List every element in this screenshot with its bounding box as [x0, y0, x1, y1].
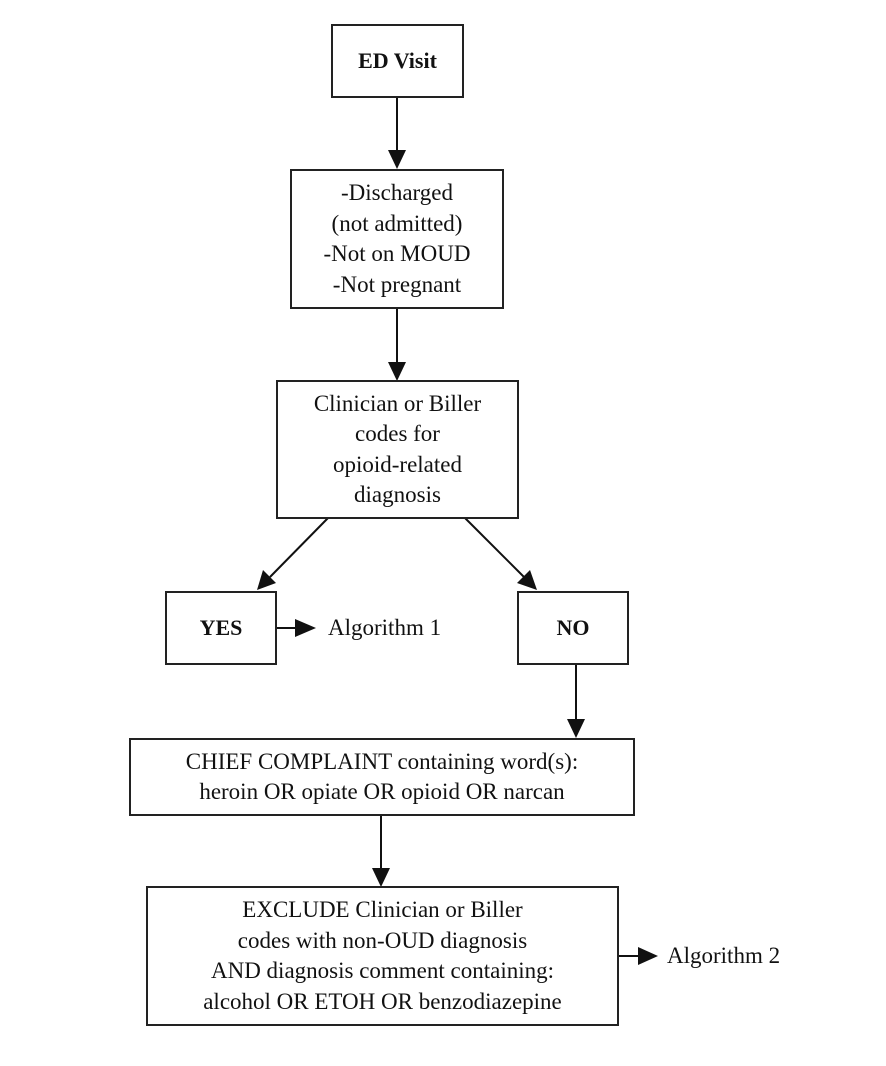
arrowhead-algorithm-1	[295, 619, 316, 637]
algorithm-1-label: Algorithm 1	[328, 615, 442, 640]
coding-line-1: Clinician or Biller	[313, 390, 482, 416]
arrowhead-yes	[257, 570, 276, 590]
chief-complaint-line-2: heroin OR opiate OR opioid OR narcan	[199, 779, 565, 804]
coding-line-3: opioid-related	[332, 451, 462, 477]
opioid-coding-node: Clinician or Biller codes for opioid-rel…	[276, 380, 519, 519]
arrow-coding-to-no	[464, 517, 525, 578]
exclude-line-2: codes with non-OUD diagnosis	[237, 927, 528, 953]
exclude-line-3: AND diagnosis comment containing:	[210, 958, 555, 983]
eligibility-criteria-node: -Discharged (not admitted) -Not on MOUD …	[290, 169, 504, 309]
exclude-node: EXCLUDE Clinician or Biller codes with n…	[146, 886, 619, 1026]
exclude-line-4: alcohol OR ETOH OR benzodiazepine	[203, 988, 562, 1014]
no-node: NO	[517, 591, 629, 665]
arrowhead-exclude	[372, 868, 390, 887]
criteria-line-discharged: -Discharged	[341, 180, 453, 205]
arrow-coding-to-yes	[269, 517, 329, 578]
no-label: NO	[556, 614, 590, 640]
criteria-line-not-admitted: (not admitted)	[331, 210, 463, 236]
ed-visit-label: ED Visit	[358, 47, 437, 73]
chief-complaint-node: CHIEF COMPLAINT containing word(s): hero…	[129, 738, 635, 816]
exclude-line-1: EXCLUDE Clinician or Biller	[242, 897, 523, 922]
algorithm-2-label: Algorithm 2	[667, 943, 781, 968]
arrowhead-chief-complaint	[567, 719, 585, 738]
chief-complaint-line-1: CHIEF COMPLAINT containing word(s):	[185, 748, 579, 774]
arrowhead-criteria	[388, 150, 406, 169]
arrowhead-algorithm-2	[638, 947, 658, 965]
yes-label: YES	[199, 614, 243, 640]
criteria-line-not-pregnant: -Not pregnant	[332, 271, 462, 297]
coding-line-2: codes for	[355, 421, 440, 446]
coding-line-4: diagnosis	[354, 482, 441, 507]
ed-visit-node: ED Visit	[331, 24, 464, 98]
arrowhead-coding	[388, 362, 406, 381]
criteria-line-not-on-moud: -Not on MOUD	[323, 241, 471, 266]
arrowhead-no	[517, 570, 537, 590]
yes-node: YES	[165, 591, 277, 665]
